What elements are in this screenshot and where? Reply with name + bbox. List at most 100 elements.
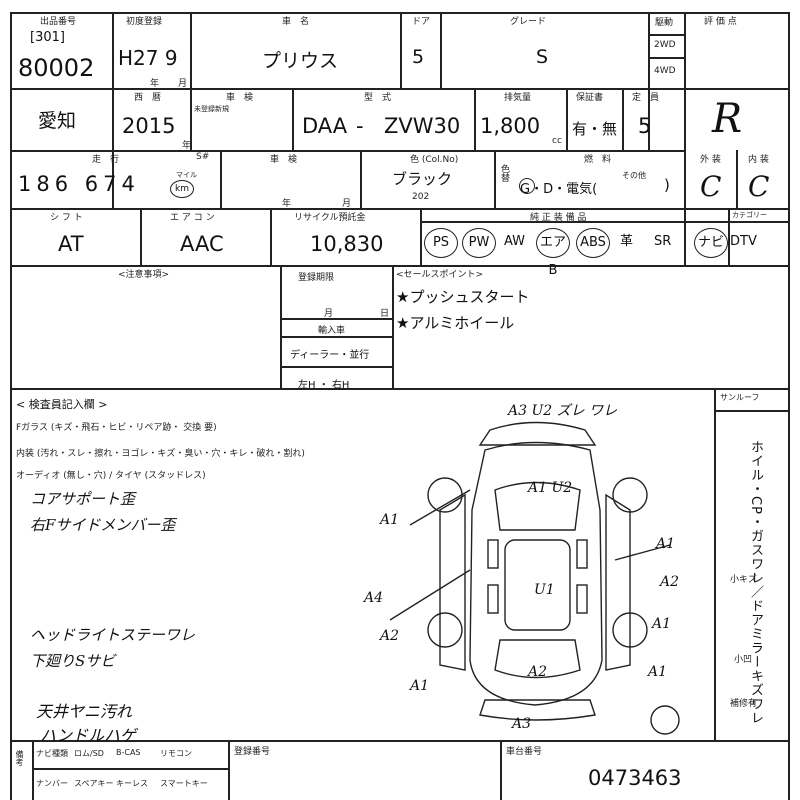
rule-notes: [10, 388, 788, 390]
rule-inner-dealer2: [280, 366, 392, 368]
shift-value: AT: [58, 232, 84, 256]
equipment-item-4: ABS: [576, 228, 610, 258]
aircon-value: AAC: [180, 232, 224, 256]
col-bot-c: [500, 740, 502, 800]
fuel-gasoline-circle: [519, 178, 535, 194]
mileage-value: 186 674: [18, 172, 140, 196]
col-l: [360, 150, 362, 208]
front-bumper-shape: [478, 421, 597, 446]
handwritten-note-6: ハンドルハゲ: [40, 726, 137, 745]
col-i: [566, 88, 568, 150]
grade-value: S: [536, 46, 549, 68]
key-item-keys_row2-3: スマートキー: [160, 779, 208, 788]
sunroof-label: サンルーフ: [720, 393, 760, 402]
car-body-outline: [469, 441, 603, 706]
rule-row3: [10, 208, 788, 210]
validity-label: 車 検: [270, 155, 298, 165]
diagram-mark-7: A2: [380, 628, 400, 644]
displacement-unit: cc: [552, 136, 562, 146]
right-door-handle-2: [576, 584, 588, 614]
roof-shape: [504, 539, 571, 631]
rule-row4: [10, 265, 788, 267]
equipment-item-6: SR: [654, 234, 672, 249]
capacity-label: 定 員: [632, 93, 660, 103]
bottom-side-label: 備考: [15, 750, 24, 766]
aircon-label: エ ア コ ン: [170, 213, 215, 223]
fuel-close: ): [664, 176, 670, 194]
fuel-label: 燃 料: [584, 155, 612, 165]
warranty-label: 保証書: [576, 93, 604, 103]
col-bot-a: [32, 740, 34, 800]
validity-year-unit: 年: [282, 199, 292, 209]
reg-day-unit: 日: [380, 309, 390, 319]
diagram-mark-1: A1 U2: [528, 480, 573, 496]
car-diagram: [389, 421, 680, 735]
first-reg-year-unit: 年: [150, 79, 160, 89]
chassis-label: 車台番号: [506, 747, 543, 757]
handwritten-note-1: コアサポート歪: [30, 490, 136, 508]
right-door-handle-1: [576, 539, 588, 569]
rule-equip-head: [420, 221, 788, 223]
col-h: [474, 88, 476, 150]
warranty-value: 有・無: [572, 120, 618, 138]
drive-label: 駆動: [655, 18, 674, 28]
handwritten-note-5: 天井ヤニ汚れ: [36, 702, 133, 721]
inspector-title: < 検査員記入欄 >: [16, 398, 108, 411]
rule-bottom: [10, 740, 788, 742]
col-notes-r: [392, 265, 394, 388]
inspection-label: 車 検: [226, 93, 254, 103]
diagram-mark-10: A2: [528, 664, 548, 680]
grade-label: グレード: [510, 17, 547, 27]
col-o: [140, 208, 142, 265]
windshield-shape: [494, 481, 581, 531]
color-value: ブラック: [392, 170, 453, 188]
model-code-label: 型 式: [364, 93, 392, 103]
drive-4wd: 4WD: [654, 66, 676, 76]
diagram-mark-5: A4: [364, 590, 384, 606]
displacement-label: 排気量: [504, 93, 532, 103]
diagram-mark-11: A1: [648, 664, 668, 680]
color-change-label: 色替: [499, 164, 509, 182]
key-item-keys_row1-3: リモコン: [160, 749, 192, 758]
right-side-panel: [605, 493, 631, 671]
rating-label: 評 価 点: [704, 17, 737, 27]
diagram-mark-8: A1: [652, 616, 672, 632]
equipment-item-7: ナビ: [694, 228, 728, 258]
equipment-label: 純 正 装 備 品: [530, 213, 587, 223]
fuel-other: その他: [622, 171, 646, 180]
first-reg-label: 初度登録: [126, 17, 163, 27]
col-c: [400, 12, 402, 88]
mileage-unit-km: km: [170, 180, 194, 198]
side-mark-2: 小凹: [734, 655, 753, 665]
sales-point-1: ★プッシュスタート: [396, 288, 530, 306]
rule-right-panel: [714, 410, 788, 412]
diagram-mark-3: A1: [656, 536, 676, 552]
equipment-item-3: エアB: [536, 228, 570, 278]
reg-number-label: 登録番号: [234, 747, 271, 757]
rule-row1: [10, 88, 788, 90]
lot-prefix: [301]: [30, 30, 65, 45]
col-m: [494, 150, 496, 208]
color-code: 202: [412, 192, 430, 202]
model-code-value: ZVW30: [384, 114, 461, 138]
door-label: ドア: [412, 17, 431, 27]
inspector-line-2: 内装 (汚れ・スレ・擦れ・ヨゴレ・キズ・臭い・穴・キレ・破れ・割れ): [16, 449, 305, 459]
leader-line-2: [614, 544, 671, 561]
col-n: [736, 150, 738, 208]
diagram-mark-9: A1: [410, 678, 430, 694]
inspector-line-3: オーディオ (無し・穴) / タイヤ (スタッドレス): [16, 471, 206, 481]
col-j: [622, 88, 624, 150]
model-label: 車 名: [282, 17, 310, 27]
model-value: プリウス: [262, 50, 339, 72]
rule-drive: [648, 34, 684, 36]
capacity-value: 5: [638, 114, 652, 138]
col-e: [648, 12, 650, 150]
rear-right-wheel: [612, 612, 648, 648]
equipment-item-2: AW: [504, 234, 526, 249]
sales-label: <セールスポイント>: [396, 270, 484, 280]
rule-left: [10, 12, 12, 800]
col-notes-l: [280, 265, 282, 388]
rule-drive2: [648, 57, 684, 59]
handwritten-note-2: 右Fサイドメンバー歪: [30, 516, 176, 534]
displacement-value: 1,800: [480, 114, 541, 138]
